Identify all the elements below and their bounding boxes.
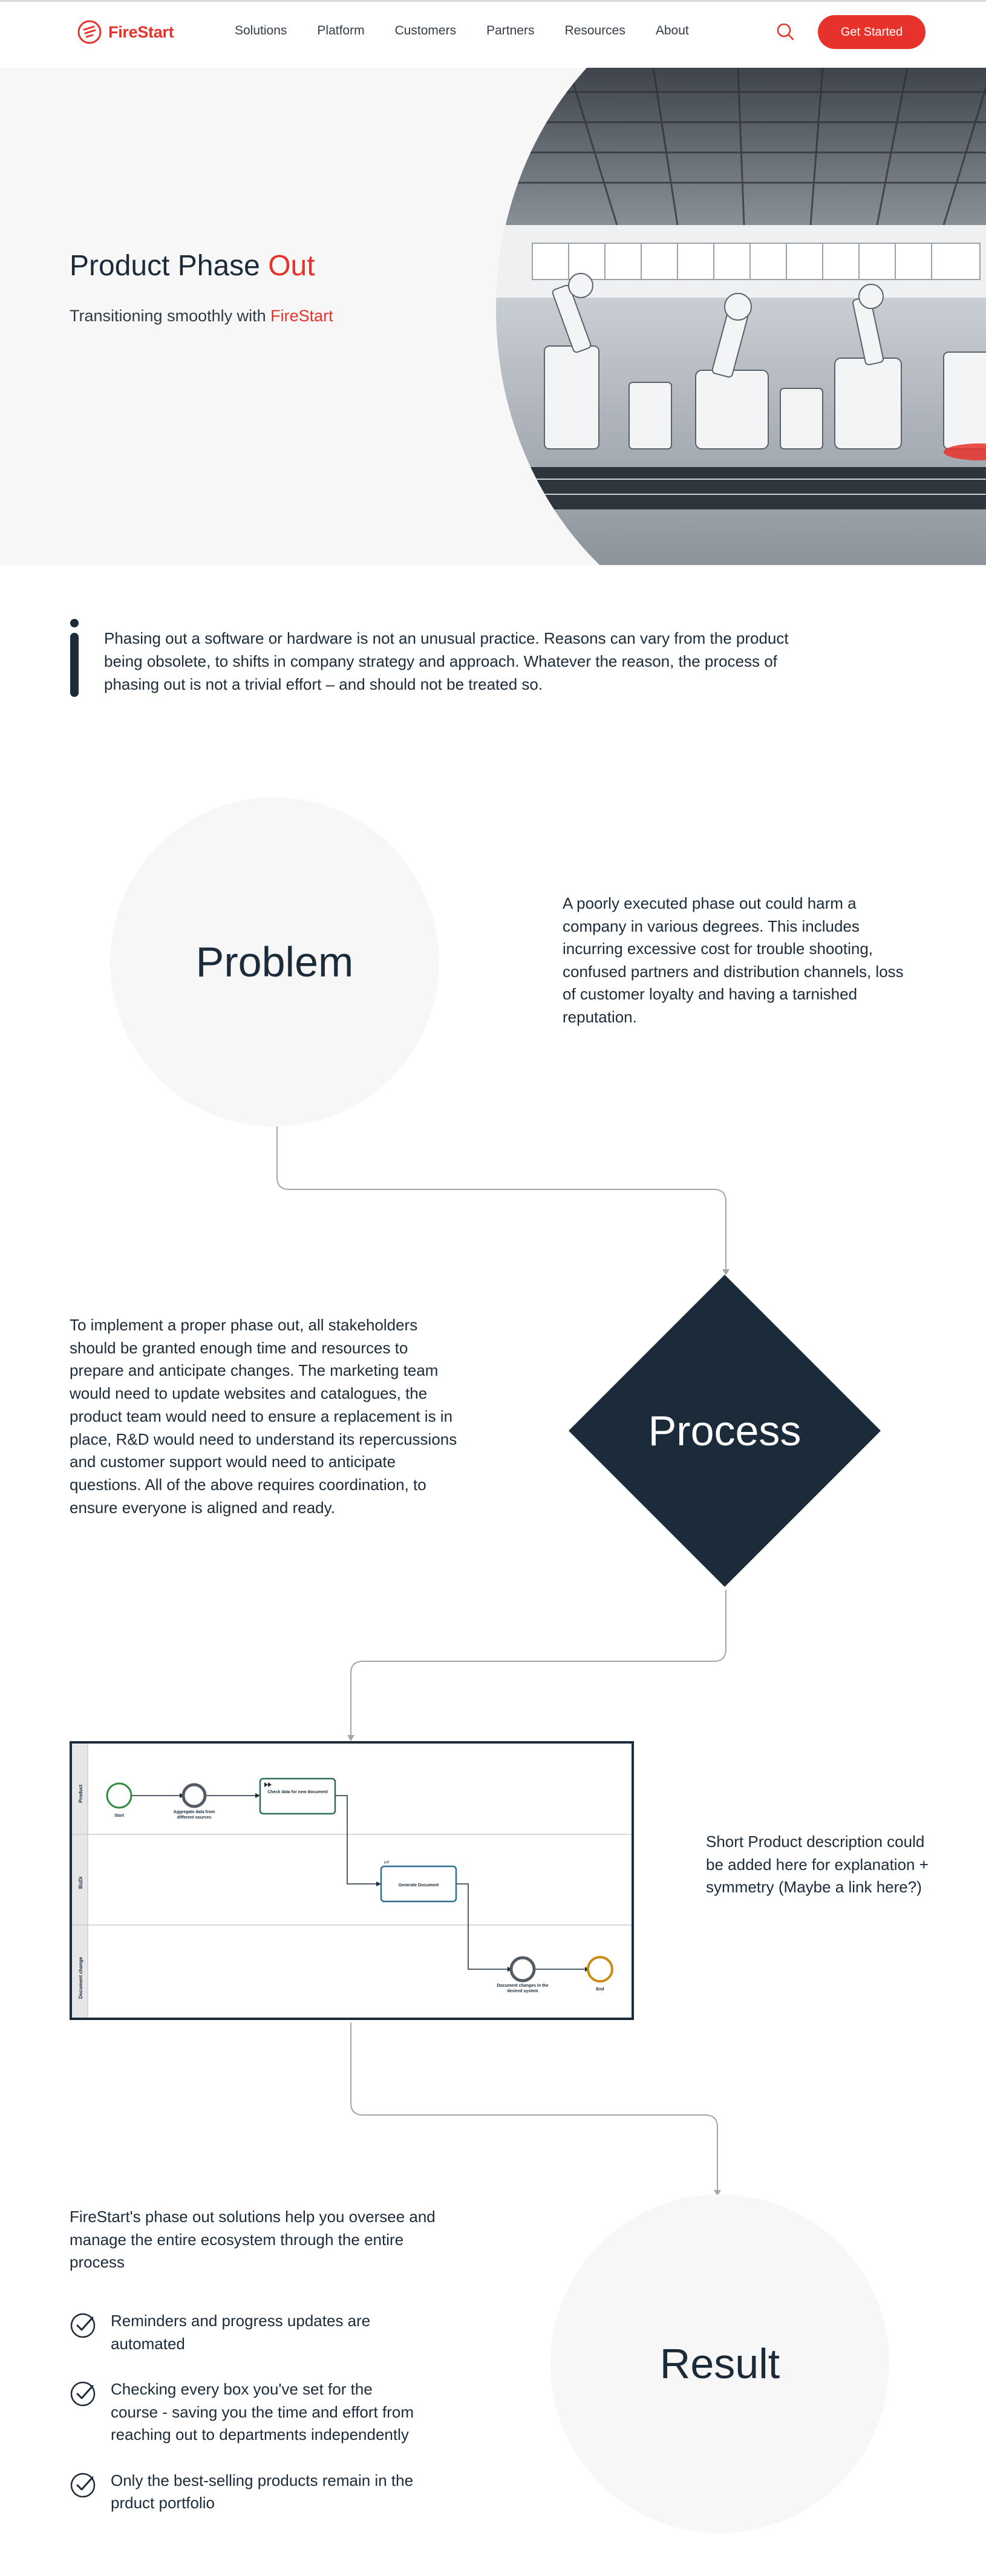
top-border bbox=[0, 0, 986, 2]
problem-label: Problem bbox=[195, 938, 354, 986]
hero-subtitle-accent: FireStart bbox=[270, 307, 333, 325]
checklist-item-text: Reminders and progress updates are autom… bbox=[111, 2312, 371, 2353]
hero-title: Product Phase Out bbox=[70, 249, 315, 283]
nav-resources[interactable]: Resources bbox=[564, 24, 625, 38]
document-changes-label: Document changes in the desired system bbox=[497, 1984, 549, 1993]
checklist-item-text: Only the best-selling products remain in… bbox=[111, 2471, 414, 2512]
generate-document-label: Generate Document bbox=[399, 1883, 439, 1888]
checklist-item: Reminders and progress updates are autom… bbox=[70, 2310, 420, 2355]
generate-document-task bbox=[380, 1865, 457, 1903]
problem-circle: Problem bbox=[110, 797, 439, 1126]
search-icon[interactable] bbox=[775, 22, 795, 41]
lane-document-change-label: Document change bbox=[78, 1957, 83, 1999]
checklist-item: Checking every box you've set for the co… bbox=[70, 2378, 420, 2447]
start-event bbox=[106, 1782, 132, 1809]
nav-platform[interactable]: Platform bbox=[317, 24, 365, 38]
checklist-item-text: Checking every box you've set for the co… bbox=[111, 2380, 414, 2444]
check-circle-icon bbox=[70, 2313, 96, 2338]
hero-subtitle-main: Transitioning smoothly with bbox=[70, 307, 271, 325]
checklist-item: Only the best-selling products remain in… bbox=[70, 2470, 420, 2515]
process-label: Process bbox=[648, 1407, 802, 1454]
info-bar-icon bbox=[70, 619, 79, 697]
main-menu: Solutions Platform Customers Partners Re… bbox=[235, 21, 719, 41]
process-diagram: Product BizDi Document change Start bbox=[70, 1741, 634, 2020]
process-paragraph: To implement a proper phase out, all sta… bbox=[70, 1316, 457, 1517]
hero-title-main: Product Phase bbox=[70, 250, 269, 282]
start-label: Start bbox=[114, 1814, 125, 1818]
result-intro: FireStart's phase out solutions help you… bbox=[70, 2208, 436, 2271]
hero-section: Product Phase Out Transitioning smoothly… bbox=[0, 68, 986, 565]
result-label: Result bbox=[659, 2340, 780, 2387]
end-event bbox=[587, 1956, 613, 1983]
hero-title-accent: Out bbox=[268, 250, 315, 282]
check-data-label: Check data for new document bbox=[267, 1790, 328, 1794]
factory-robots-image bbox=[496, 68, 986, 565]
nav-about[interactable]: About bbox=[655, 24, 689, 38]
check-circle-icon bbox=[70, 2473, 96, 2497]
nav-partners[interactable]: Partners bbox=[486, 24, 535, 38]
firestart-logo-icon bbox=[77, 20, 102, 44]
lane-bizdi-label: BizDi bbox=[78, 1877, 83, 1889]
result-circle: Result bbox=[550, 2194, 889, 2533]
firestart-logo[interactable]: FireStart bbox=[77, 19, 174, 45]
document-changes-event bbox=[509, 1956, 536, 1983]
logo-text: FireStart bbox=[108, 22, 174, 41]
lane-product-label: Product bbox=[78, 1784, 83, 1803]
end-label: End bbox=[596, 1987, 604, 1992]
top-navigation: FireStart Solutions Platform Customers P… bbox=[0, 2, 986, 68]
nav-customers[interactable]: Customers bbox=[394, 24, 457, 38]
aggregate-event bbox=[181, 1783, 207, 1808]
aggregate-label: Aggregate data from different sources bbox=[173, 1810, 215, 1820]
benefits-checklist: Reminders and progress updates are autom… bbox=[70, 2310, 420, 2515]
problem-paragraph: A poorly executed phase out could harm a… bbox=[563, 894, 904, 1026]
check-data-task bbox=[259, 1777, 336, 1815]
pdf-tag: pdf bbox=[384, 1861, 390, 1865]
check-circle-icon bbox=[70, 2381, 96, 2407]
intro-paragraph: Phasing out a software or hardware is no… bbox=[104, 629, 789, 693]
diagram-description: Short Product description could be added… bbox=[706, 1832, 929, 1896]
nav-solutions[interactable]: Solutions bbox=[235, 24, 287, 38]
process-diagram-canvas: Product BizDi Document change Start bbox=[72, 1744, 632, 2018]
get-started-button[interactable]: Get Started bbox=[818, 15, 926, 49]
process-diamond bbox=[569, 1275, 881, 1587]
hero-subtitle: Transitioning smoothly with FireStart bbox=[70, 307, 333, 325]
